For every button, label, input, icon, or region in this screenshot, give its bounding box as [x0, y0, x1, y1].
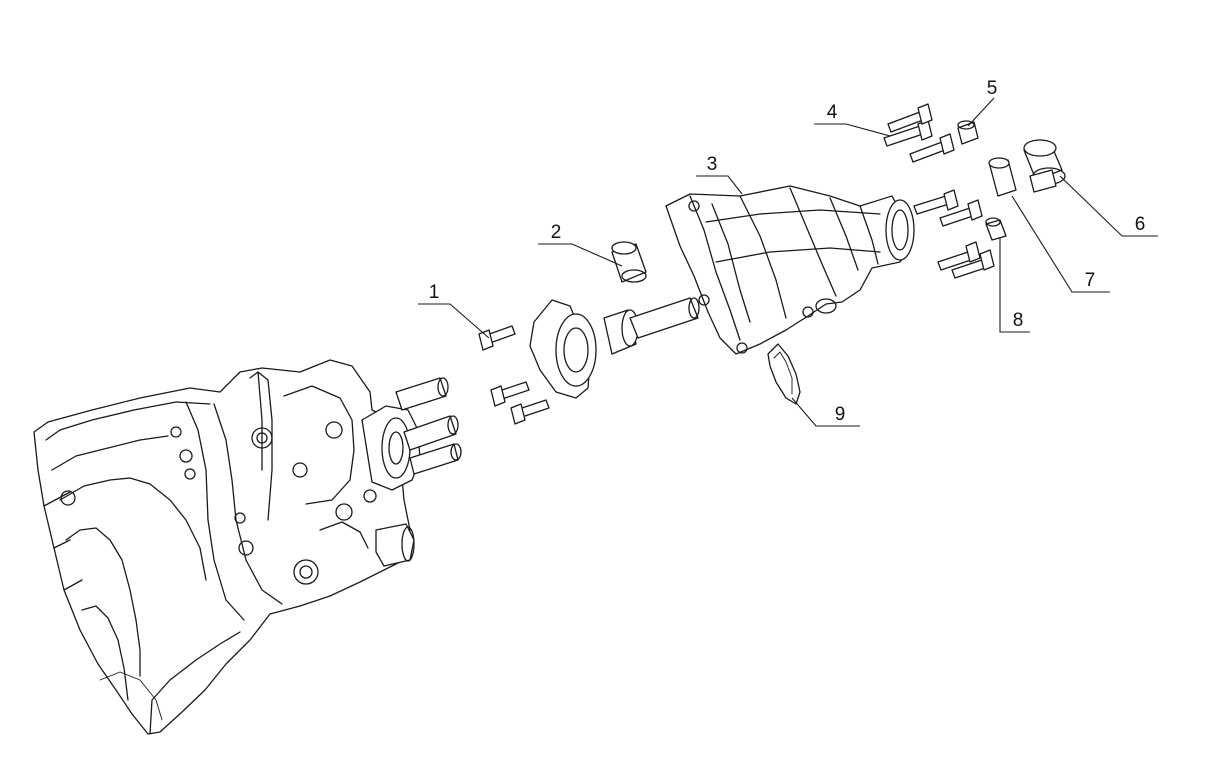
callout-5: 5 [967, 78, 998, 127]
plug-part-5 [957, 120, 979, 145]
callout-4: 4 [814, 102, 891, 137]
callout-label-1: 1 [429, 282, 440, 303]
callout-3: 3 [696, 154, 743, 195]
callout-6: 6 [1059, 175, 1158, 237]
leader-line-6 [1059, 175, 1158, 237]
callout-2: 2 [538, 222, 623, 267]
callout-9: 9 [791, 397, 860, 427]
plug-part-8 [985, 217, 1007, 241]
callout-label-2: 2 [551, 222, 562, 243]
flange-part-6 [1023, 139, 1066, 193]
leader-line-2 [538, 243, 623, 267]
leader-line-1 [418, 303, 490, 339]
leader-line-4 [814, 123, 891, 137]
callout-1: 1 [418, 282, 490, 339]
callout-label-9: 9 [835, 404, 846, 425]
bolt-set-right [913, 189, 995, 279]
callout-label-6: 6 [1135, 214, 1146, 235]
leader-line-7 [1011, 195, 1110, 293]
bushing-part-2 [611, 241, 647, 283]
extension-housing-part-3 [665, 185, 915, 355]
callout-8: 8 [999, 238, 1030, 333]
callout-label-7: 7 [1085, 270, 1096, 291]
callout-label-8: 8 [1013, 310, 1024, 331]
bolt-set-part-1 [478, 325, 550, 425]
leader-line-3 [696, 175, 743, 195]
callout-label-4: 4 [827, 102, 838, 123]
shaft-assembly [529, 297, 700, 399]
leader-line-9 [791, 397, 860, 427]
callout-label-3: 3 [707, 154, 718, 175]
leader-line-5 [967, 97, 995, 127]
leader-line-8 [999, 238, 1030, 333]
callout-7: 7 [1011, 195, 1110, 293]
ring-part-7 [988, 157, 1017, 197]
bolt-set-part-4 [883, 103, 955, 163]
gasket-part-9 [767, 343, 801, 405]
callout-label-5: 5 [987, 78, 998, 99]
transmission-housing [33, 359, 462, 735]
